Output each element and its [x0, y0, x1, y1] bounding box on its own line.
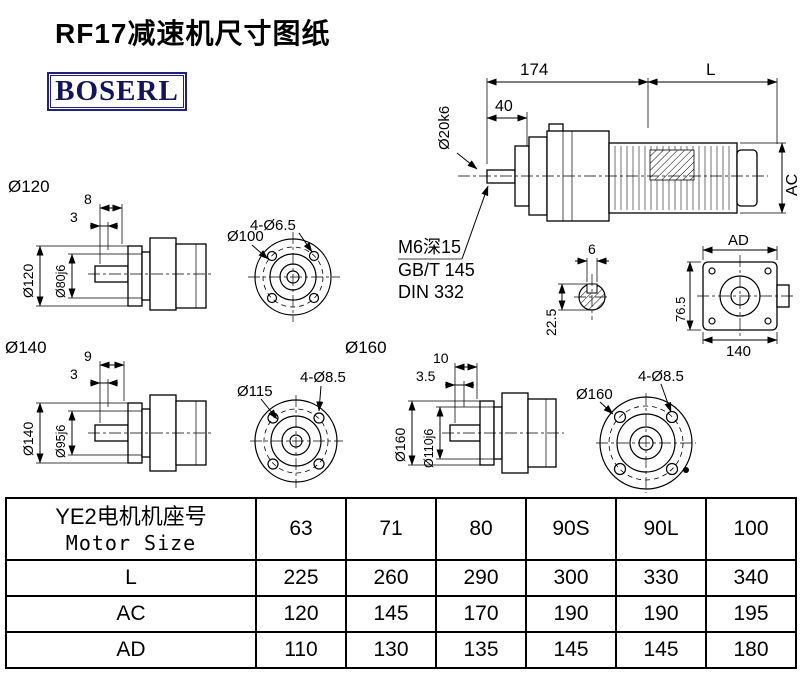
row-label-AC: AC — [5, 595, 257, 633]
table-row-AD: AD 110 130 135 145 145 180 — [5, 631, 797, 669]
dim-shaft-diameter: Ø20k6 — [436, 106, 453, 150]
col-header-90S: 90S — [525, 497, 617, 561]
value-AD-100: 180 — [705, 631, 797, 669]
unit140-flange-view: Ø115 4-Ø8.5 — [237, 369, 346, 488]
dim-motor-length: L — [706, 60, 715, 79]
col-header-80: 80 — [435, 497, 527, 561]
col-header-71: 71 — [345, 497, 437, 561]
dim-shaft-length: 40 — [495, 98, 513, 115]
motor-size-table: YE2电机机座号 Motor Size 63 71 80 90S 90L 100… — [5, 497, 797, 669]
note-standard-gbt: GB/T 145 — [398, 260, 475, 280]
value-L-100: 340 — [705, 559, 797, 597]
unit120-side-view: 8 3 Ø120 Ø80j6 — [20, 191, 214, 311]
u160-dim-bolt-circle: Ø160 — [576, 386, 613, 403]
value-AD-90S: 145 — [525, 631, 617, 669]
note-tapped-hole: M6深15 — [398, 237, 461, 257]
col-header-63: 63 — [255, 497, 347, 561]
dim-key-depth: 22.5 — [543, 309, 559, 336]
value-AD-80: 135 — [435, 631, 527, 669]
value-AC-100: 195 — [705, 595, 797, 633]
index-mark — [683, 467, 689, 473]
header-label-cn: YE2电机机座号 — [55, 503, 207, 529]
u160-dim-a: 10 — [433, 350, 449, 366]
u160-dim-od: Ø160 — [392, 428, 408, 462]
section-label-d140: Ø140 — [5, 338, 47, 357]
value-AD-71: 130 — [345, 631, 437, 669]
value-AC-71: 145 — [345, 595, 437, 633]
unit140-side-view: 9 3 Ø140 Ø95j6 — [20, 348, 214, 472]
unit120-flange-view: 4-Ø6.5 Ø100 — [227, 217, 340, 322]
value-AC-90L: 190 — [615, 595, 707, 633]
value-L-90S: 300 — [525, 559, 617, 597]
u140-dim-spigot: Ø95j6 — [54, 425, 68, 458]
table-row-L: L 225 260 290 300 330 340 — [5, 559, 797, 597]
value-L-71: 260 — [345, 559, 437, 597]
assembly-side-view: 174 L 40 Ø20k6 AC — [436, 60, 800, 222]
u140-dim-b: 3 — [70, 366, 78, 382]
col-header-100: 100 — [705, 497, 797, 561]
note-standard-din: DIN 332 — [398, 282, 464, 302]
header-label-en: Motor Size — [65, 531, 197, 556]
value-L-90L: 330 — [615, 559, 707, 597]
header-cell-motor-size: YE2电机机座号 Motor Size — [5, 497, 257, 561]
shaft-end-notes: M6深15 GB/T 145 DIN 332 — [398, 185, 489, 302]
value-AC-80: 170 — [435, 595, 527, 633]
unit160-flange-view: Ø160 4-Ø8.5 — [576, 368, 696, 493]
u120-dim-holes: 4-Ø6.5 — [250, 217, 296, 234]
row-label-AD: AD — [5, 631, 257, 669]
dim-key-width: 6 — [588, 241, 596, 257]
boserl-logo-text: BOSERL — [55, 75, 179, 107]
dim-total-length: 174 — [520, 60, 548, 79]
shaft-end-view: 6 22.5 — [543, 241, 610, 336]
u120-dim-bolt-circle: Ø100 — [227, 228, 264, 245]
u120-dim-a: 8 — [84, 191, 92, 207]
page-title: RF17减速机尺寸图纸 — [55, 18, 331, 49]
table-row-AC: AC 120 145 170 190 190 195 — [5, 595, 797, 633]
dim-motor-height-AC: AC — [784, 174, 800, 196]
section-label-d120: Ø120 — [8, 177, 50, 196]
row-label-L: L — [5, 559, 257, 597]
mounting-flange-view: AD 76.5 140 — [673, 232, 795, 360]
dim-flange-height: 76.5 — [673, 297, 688, 322]
u140-dim-a: 9 — [84, 348, 92, 364]
section-label-d160: Ø160 — [345, 338, 387, 357]
u140-dim-od: Ø140 — [20, 422, 36, 456]
value-AC-63: 120 — [255, 595, 347, 633]
table-header-row: YE2电机机座号 Motor Size 63 71 80 90S 90L 100 — [5, 497, 797, 561]
gearmotor-body — [458, 123, 768, 222]
u140-dim-bolt-circle: Ø115 — [237, 383, 273, 400]
value-L-80: 290 — [435, 559, 527, 597]
value-L-63: 225 — [255, 559, 347, 597]
boserl-logo: BOSERL — [47, 72, 187, 111]
motor-nameplate — [649, 149, 695, 181]
u120-dim-spigot: Ø80j6 — [54, 265, 68, 298]
unit160-side-view: 10 3.5 Ø160 Ø110j6 — [392, 350, 564, 474]
u160-dim-spigot: Ø110j6 — [422, 429, 436, 468]
value-AC-90S: 190 — [525, 595, 617, 633]
technical-drawing: Ø120 Ø140 Ø160 174 L 40 Ø20k6 — [5, 60, 800, 493]
u120-dim-b: 3 — [70, 209, 78, 225]
value-AD-63: 110 — [255, 631, 347, 669]
u160-dim-holes: 4-Ø8.5 — [638, 368, 684, 385]
dim-AD: AD — [728, 232, 749, 249]
dim-flange-width: 140 — [726, 343, 751, 360]
value-AD-90L: 145 — [615, 631, 707, 669]
col-header-90L: 90L — [615, 497, 707, 561]
u140-dim-holes: 4-Ø8.5 — [300, 369, 346, 386]
u120-dim-od: Ø120 — [20, 264, 36, 298]
u160-dim-b: 3.5 — [416, 368, 436, 384]
